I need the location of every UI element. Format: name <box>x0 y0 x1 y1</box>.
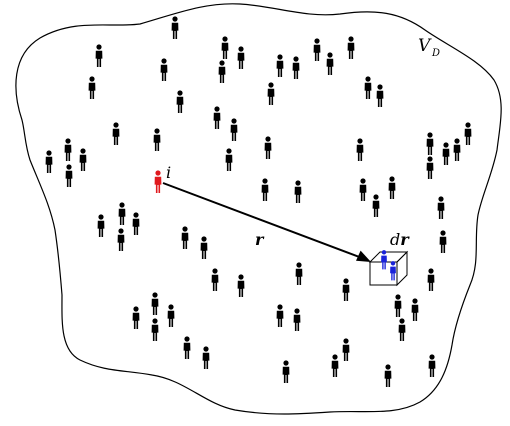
person-icon <box>313 38 321 62</box>
person-icon <box>132 306 140 329</box>
person-icon <box>230 118 238 141</box>
person-icon <box>276 54 284 77</box>
person-icon <box>79 148 87 171</box>
person-icon <box>97 214 105 237</box>
person-icon <box>464 122 472 145</box>
person-icon <box>183 336 191 359</box>
person-icon <box>181 226 189 249</box>
person-icon <box>45 150 53 173</box>
person-icon <box>261 178 269 201</box>
person-icon <box>132 212 140 235</box>
person-icon <box>411 298 419 321</box>
person-icon <box>64 138 72 161</box>
region-label-subscript: D <box>431 48 440 59</box>
crowd-people <box>45 16 472 387</box>
person-icon <box>202 346 210 369</box>
person-icon <box>453 138 461 161</box>
person-icon <box>388 176 396 199</box>
person-icon <box>384 364 392 387</box>
person-icon <box>342 338 350 361</box>
person-icon <box>427 268 435 291</box>
person-icon <box>292 56 300 79</box>
person-icon <box>295 262 303 285</box>
person-icon <box>171 16 179 40</box>
person-icon <box>364 76 372 99</box>
person-icon <box>347 36 355 60</box>
person-icon <box>88 76 96 99</box>
person-icon <box>218 60 226 83</box>
person-icon <box>200 236 208 259</box>
person-icon <box>437 196 445 219</box>
person-icon <box>342 278 350 301</box>
person-icon <box>372 194 380 217</box>
person-icon <box>294 180 302 203</box>
person-icon <box>213 106 221 129</box>
person-icon <box>237 274 245 297</box>
person-icon <box>282 360 290 383</box>
person-icon <box>151 318 159 341</box>
person-icon <box>359 178 367 201</box>
person-icon <box>151 292 159 315</box>
person-icon <box>293 308 301 331</box>
person-icon <box>331 354 339 377</box>
person-icon <box>221 36 229 60</box>
person-icon <box>112 122 120 145</box>
person-icon <box>276 304 284 327</box>
person-icon <box>326 52 334 75</box>
person-icon <box>117 228 125 251</box>
person-icon <box>426 132 434 155</box>
person-icon <box>267 82 275 105</box>
person-icon <box>95 44 103 67</box>
volume-element-box <box>368 250 409 287</box>
person-icon <box>376 84 384 107</box>
person-icon <box>211 268 219 291</box>
volume-person-icon <box>381 250 387 270</box>
person-icon <box>167 304 175 327</box>
person-icon <box>426 156 434 179</box>
person-icon <box>118 202 126 225</box>
particle-label: i <box>166 163 171 182</box>
volume-person-icon <box>390 261 396 281</box>
person-icon <box>65 164 73 187</box>
person-icon <box>356 138 364 161</box>
person-icon <box>398 318 406 341</box>
region-label: V <box>418 36 432 56</box>
position-vector-arrow <box>162 182 371 262</box>
vector-label: r <box>255 230 265 249</box>
highlight-person-icon <box>154 170 162 193</box>
person-icon <box>225 148 233 171</box>
volume-element-label: dr <box>390 230 410 249</box>
person-icon <box>153 128 161 151</box>
region-boundary <box>15 3 502 415</box>
person-icon <box>394 294 402 317</box>
person-icon <box>428 354 436 377</box>
person-icon <box>439 230 447 253</box>
person-icon <box>176 90 184 113</box>
person-icon <box>237 46 245 69</box>
person-icon <box>264 136 272 159</box>
person-icon <box>160 58 168 81</box>
person-icon <box>442 142 450 165</box>
